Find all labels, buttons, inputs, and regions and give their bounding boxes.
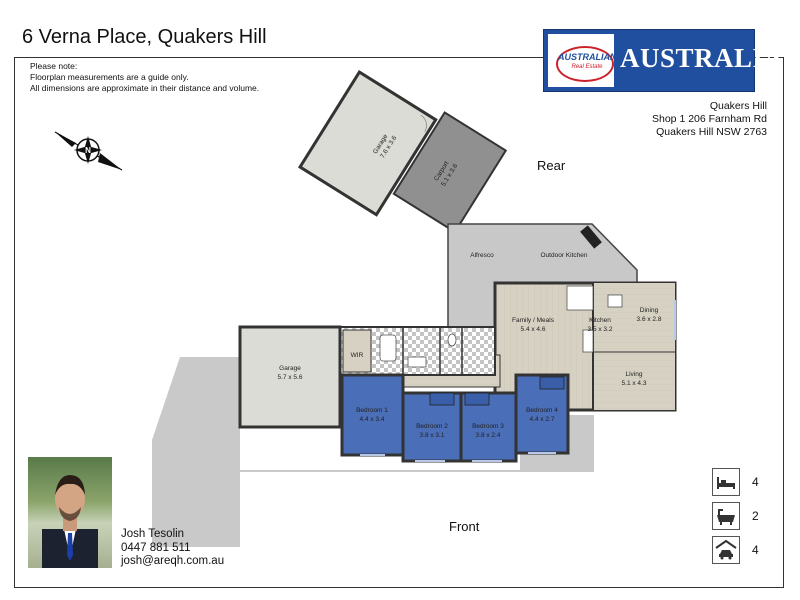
agent-contact: Josh Tesolin 0447 881 511 josh@areqh.com… bbox=[121, 528, 224, 569]
compass-icon: N bbox=[54, 131, 123, 171]
property-stats: 4 2 4 bbox=[712, 468, 772, 570]
kitchen-label: Kitchen bbox=[589, 317, 611, 324]
bed-icon bbox=[712, 468, 740, 496]
agent-photo bbox=[28, 457, 112, 568]
bedroom2-label: Bedroom 2 bbox=[416, 423, 448, 430]
robe-3 bbox=[464, 392, 490, 406]
office-state: Quakers Hill NSW 2763 bbox=[656, 126, 767, 138]
bedrooms-count: 4 bbox=[752, 475, 759, 489]
garage-car-icon bbox=[712, 536, 740, 564]
carport bbox=[392, 111, 508, 234]
disclaimer-note: Please note: Floorplan measurements are … bbox=[30, 61, 259, 94]
svg-text:N: N bbox=[85, 146, 91, 155]
front-label: Front bbox=[449, 519, 480, 534]
alfresco-label: Alfresco bbox=[470, 252, 494, 259]
living-size: 5.1 x 4.3 bbox=[622, 380, 647, 387]
logo-emblem: AUSTRALIAN Real Estate bbox=[548, 34, 617, 87]
bbq-icon bbox=[580, 225, 602, 249]
kitchen-size: 3.5 x 3.2 bbox=[588, 326, 613, 333]
car-spaces-stat: 4 bbox=[712, 536, 772, 570]
bedroom4-label: Bedroom 4 bbox=[526, 407, 558, 414]
driveway bbox=[152, 357, 594, 547]
bathrooms-stat: 2 bbox=[712, 502, 772, 536]
note-line-2: All dimensions are approximate in their … bbox=[30, 83, 260, 93]
robe-4 bbox=[539, 376, 565, 390]
bedroom1-size: 4.4 x 3.4 bbox=[360, 416, 385, 423]
note-line-1: Floorplan measurements are a guide only. bbox=[30, 72, 189, 82]
rear-label: Rear bbox=[537, 158, 566, 173]
office-address: Quakers Hill Shop 1 206 Farnham Rd Quake… bbox=[652, 100, 767, 139]
bedroom2-size: 3.8 x 3.1 bbox=[420, 432, 445, 439]
page-title: 6 Verna Place, Quakers Hill bbox=[22, 26, 267, 48]
logo-sub-text: Real Estate bbox=[571, 64, 603, 70]
toilet-icon bbox=[447, 333, 457, 347]
robe-2 bbox=[429, 392, 455, 406]
agent-phone: 0447 881 511 bbox=[121, 541, 191, 554]
car-spaces-count: 4 bbox=[752, 543, 759, 557]
plan-frame bbox=[14, 57, 784, 588]
kitchen-island bbox=[582, 329, 594, 353]
bathtub-icon bbox=[379, 334, 397, 362]
wir-label: WIR bbox=[351, 352, 364, 359]
bedroom3-size: 3.8 x 2.4 bbox=[476, 432, 501, 439]
outdoor-kitchen-label: Outdoor Kitchen bbox=[541, 252, 588, 259]
vanity-icon bbox=[407, 356, 427, 368]
bedroom3-label: Bedroom 3 bbox=[472, 423, 504, 430]
bathrooms-count: 2 bbox=[752, 509, 759, 523]
living-floor bbox=[593, 283, 675, 410]
logo-swoosh bbox=[556, 46, 614, 82]
agency-logo: AUSTRALIAN Real Estate AUSTRALIAN bbox=[543, 29, 800, 92]
bedrooms-stat: 4 bbox=[712, 468, 772, 502]
living-label: Living bbox=[626, 371, 643, 378]
agent-name: Josh Tesolin bbox=[121, 528, 185, 540]
family-meals-label: Family / Meals bbox=[512, 317, 555, 324]
family-meals-size: 5.4 x 4.6 bbox=[521, 326, 546, 333]
bath-icon bbox=[712, 502, 740, 530]
bedroom1-label: Bedroom 1 bbox=[356, 407, 388, 414]
logo-wordmark: AUSTRALIAN bbox=[620, 43, 800, 73]
garage-front-label: Garage bbox=[279, 365, 301, 372]
bedroom4-size: 4.4 x 2.7 bbox=[530, 416, 555, 423]
logo-small-text: AUSTRALIAN bbox=[558, 52, 617, 62]
kitchen-bench bbox=[566, 285, 594, 311]
wir-room bbox=[342, 329, 372, 373]
garage-front-size: 5.7 x 5.6 bbox=[278, 374, 303, 381]
fridge-icon bbox=[607, 294, 623, 308]
note-heading: Please note: bbox=[30, 61, 78, 71]
bedroom-1 bbox=[340, 373, 405, 457]
office-street: Shop 1 206 Farnham Rd bbox=[652, 113, 767, 125]
dining-size: 3.6 x 2.8 bbox=[637, 316, 662, 323]
rear-garage bbox=[297, 69, 438, 217]
front-garage bbox=[238, 325, 342, 429]
agent-email: josh@areqh.com.au bbox=[121, 555, 225, 567]
dining-label: Dining bbox=[640, 307, 659, 314]
office-suburb: Quakers Hill bbox=[709, 100, 767, 112]
